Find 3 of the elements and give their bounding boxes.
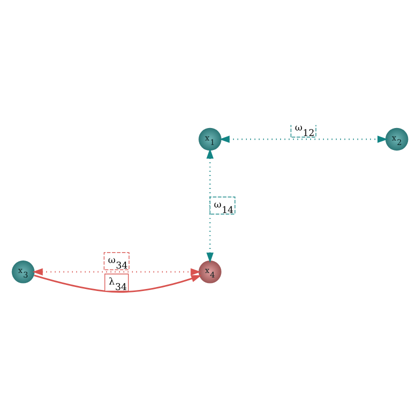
arrow <box>206 148 214 263</box>
arrow <box>219 136 388 143</box>
arrow <box>32 268 201 276</box>
